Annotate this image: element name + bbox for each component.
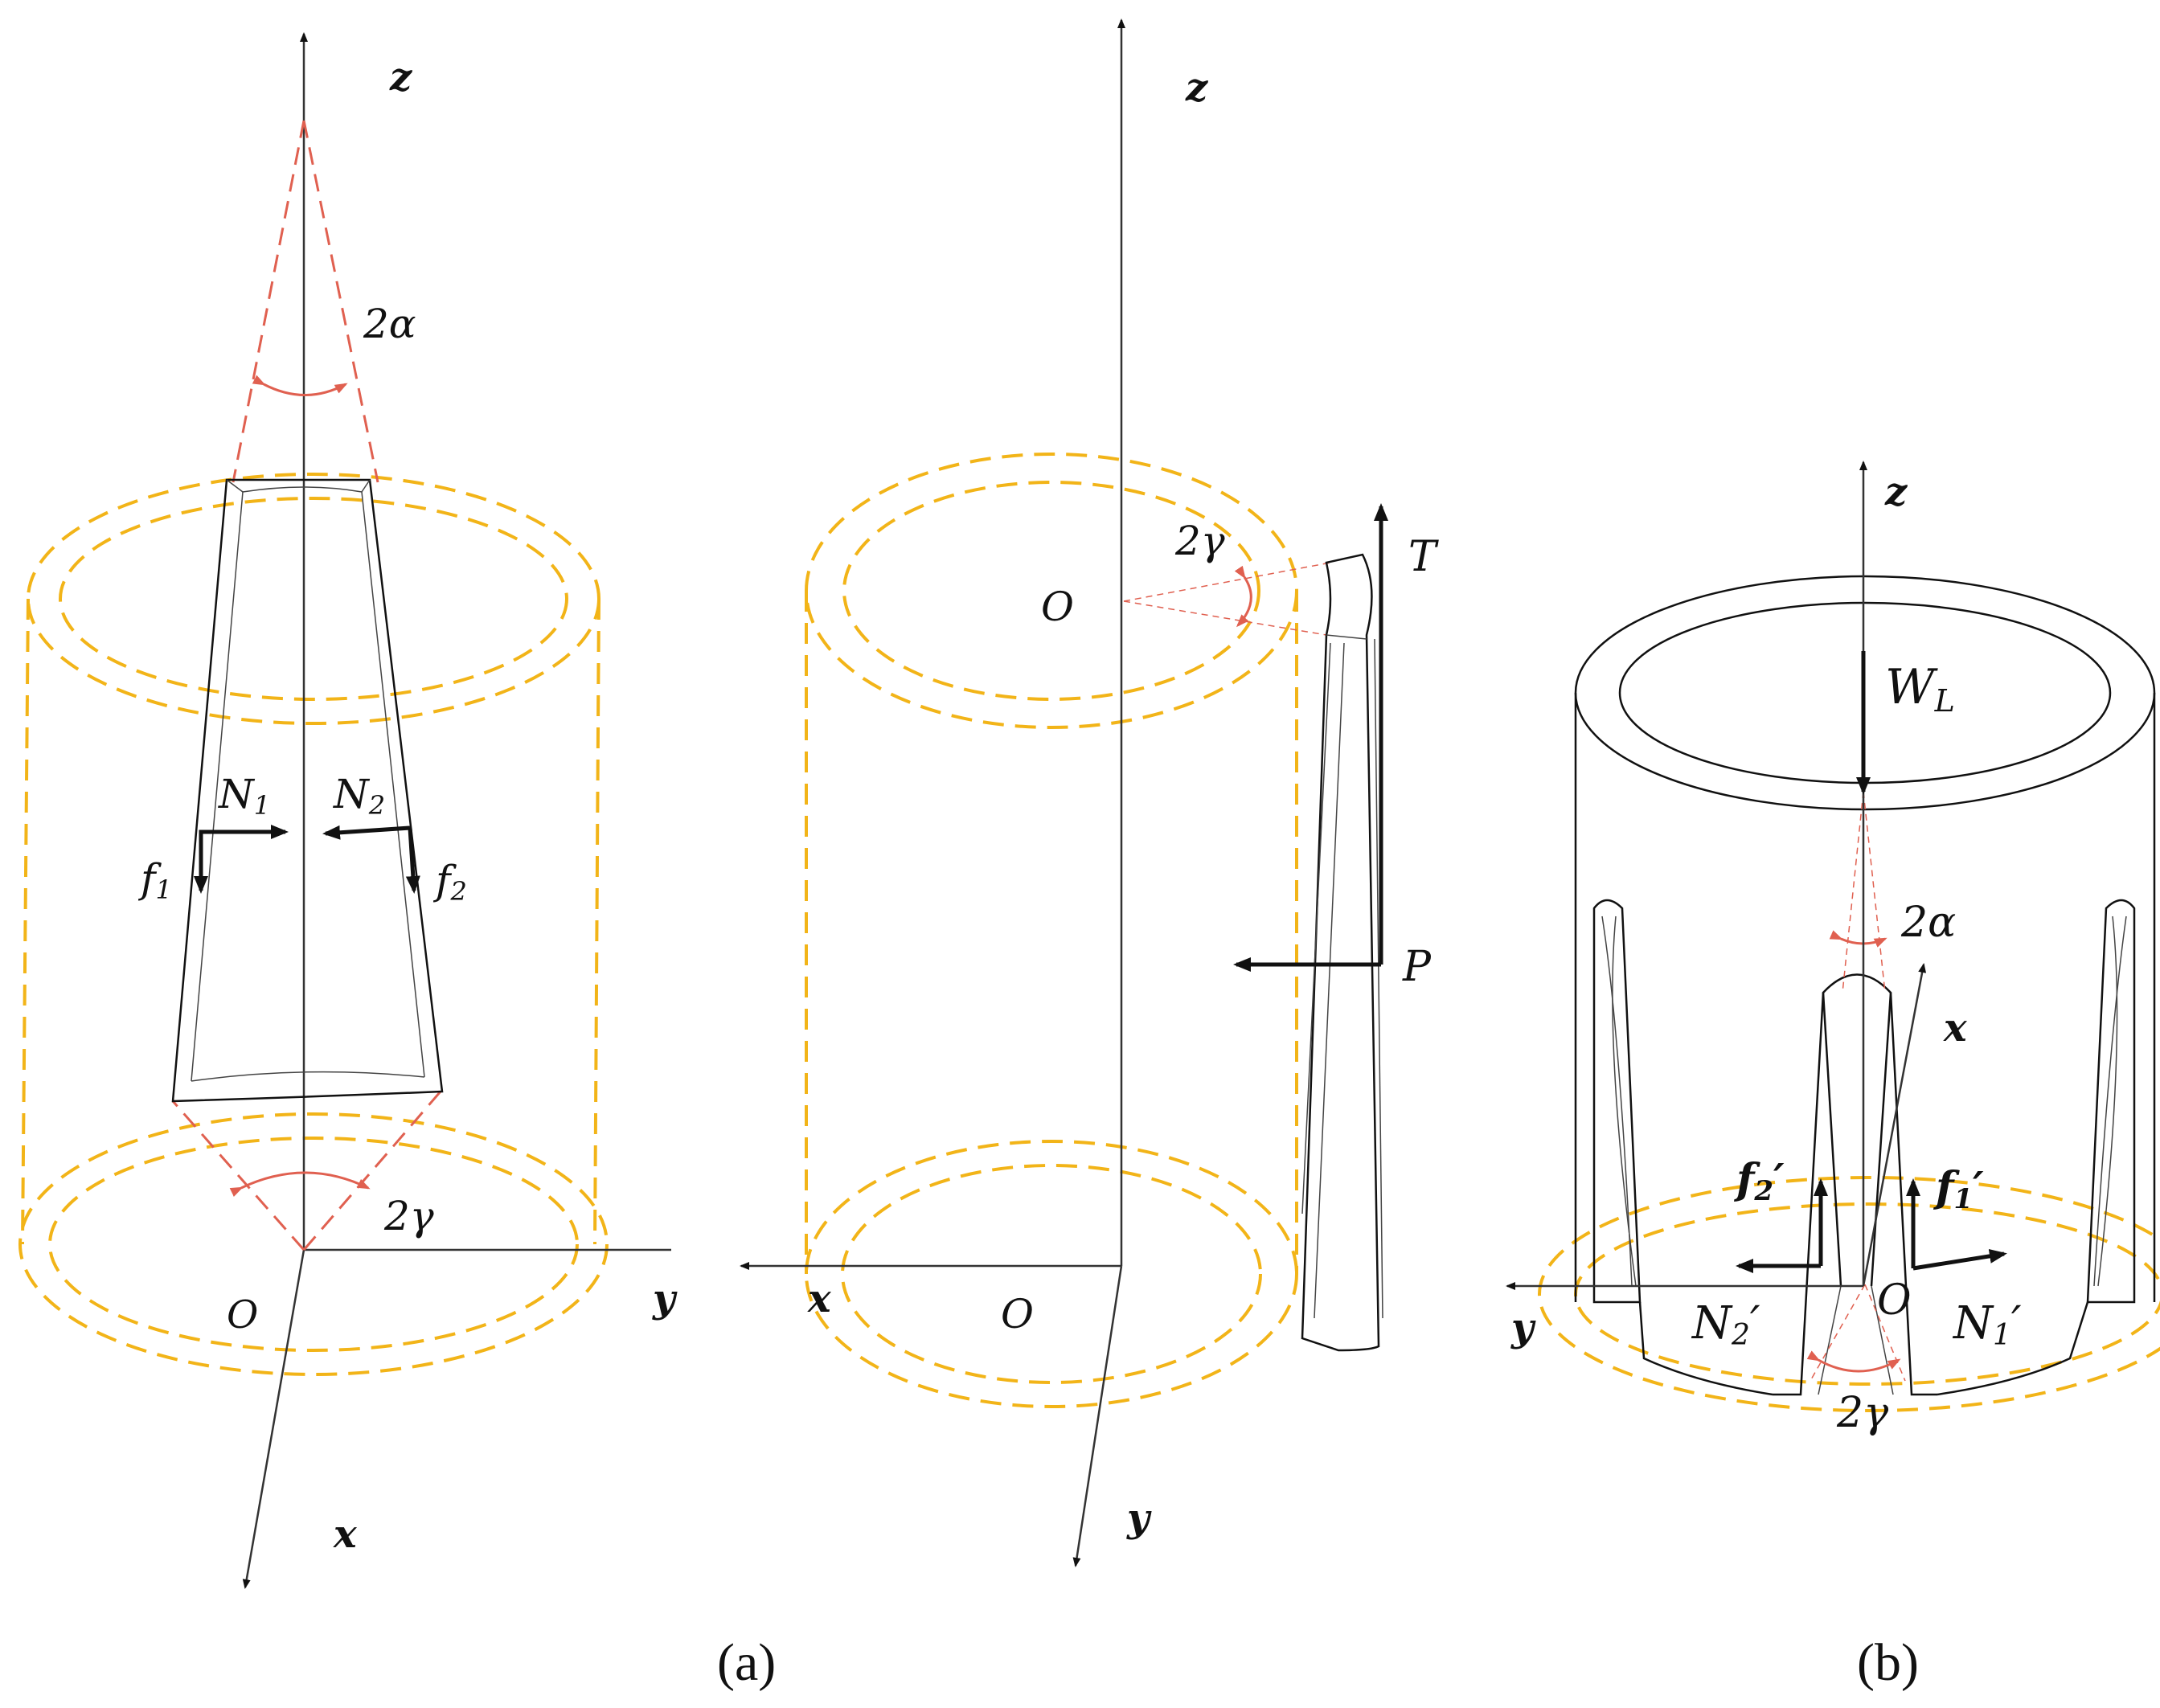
right-leg-right <box>2086 899 2136 1304</box>
right-y-label: y <box>1510 1305 1536 1350</box>
middle-gamma-line-2 <box>1123 600 1327 636</box>
left-N1-label: N1 <box>218 771 270 821</box>
left-diagram: z y x O 2α 2γ N1 N2 f1 f2 <box>18 32 678 1589</box>
left-f2-arrow <box>405 827 420 894</box>
right-diagram: z x y O WL 2α 2γ f2′ f1′ N2′ N1′ <box>1506 461 2160 1437</box>
middle-leg <box>1301 553 1383 1352</box>
left-legs <box>171 478 444 1103</box>
right-leg-left <box>1592 899 1642 1304</box>
right-alpha-line-2 <box>1863 791 1886 993</box>
right-load-label: WL <box>1885 659 1955 719</box>
middle-gamma-line-1 <box>1123 562 1331 602</box>
right-x-axis <box>1862 963 1927 1287</box>
right-alpha-label: 2α <box>1900 899 1956 947</box>
middle-origin-bottom: O <box>1001 1291 1034 1337</box>
right-gamma-label: 2γ <box>1836 1389 1889 1437</box>
left-z-label: z <box>389 55 413 100</box>
right-base-ellipse-outer <box>1538 1176 2160 1412</box>
left-gamma-arc <box>229 1171 371 1197</box>
caption-a: (a) <box>717 1633 776 1692</box>
right-gamma-line-2 <box>1864 1284 1906 1382</box>
left-origin-label: O <box>227 1292 258 1337</box>
middle-P-label: P <box>1402 943 1432 991</box>
right-leg-center <box>1638 973 2089 1396</box>
left-alpha-arc <box>252 375 348 396</box>
right-origin-label: O <box>1877 1276 1912 1325</box>
middle-x-label: x <box>807 1276 832 1321</box>
middle-T-label: T <box>1408 533 1439 581</box>
left-x-axis <box>242 1249 305 1589</box>
middle-gamma-label: 2γ <box>1174 518 1225 564</box>
middle-diagram: z x y O O 2γ T P <box>740 18 1439 1567</box>
right-N1p-label: N1′ <box>1952 1297 2022 1352</box>
caption-b: (b) <box>1857 1633 1919 1692</box>
left-x-label: x <box>333 1512 358 1557</box>
right-z-label: z <box>1884 469 1908 514</box>
left-f2-label: f2 <box>432 857 467 907</box>
left-cylinder-outline <box>18 473 609 1376</box>
right-N1p-arrow <box>1912 1248 2007 1271</box>
middle-gamma-arc <box>1234 565 1252 628</box>
right-gamma-arc <box>1806 1350 1901 1373</box>
right-N2p-label: N2′ <box>1691 1297 1760 1352</box>
right-base-ellipse-inner <box>1574 1202 2160 1386</box>
middle-y-axis <box>1072 1265 1123 1567</box>
left-cone-lines <box>171 120 442 1251</box>
left-gamma-label: 2γ <box>383 1193 434 1239</box>
left-N2-arrow <box>322 825 411 840</box>
left-N2-label: N2 <box>333 771 385 821</box>
middle-z-label: z <box>1185 65 1209 110</box>
right-f2p-label: f2′ <box>1733 1155 1785 1207</box>
right-x-label: x <box>1943 1006 1968 1051</box>
middle-origin-top: O <box>1041 584 1074 630</box>
left-y-label: y <box>652 1276 678 1321</box>
middle-y-label: y <box>1126 1496 1152 1541</box>
middle-cylinder-outline <box>805 453 1298 1408</box>
left-alpha-label: 2α <box>363 301 416 347</box>
right-alpha-line-1 <box>1842 791 1864 993</box>
left-N1-arrow <box>199 825 289 884</box>
left-f1-label: f1 <box>137 855 172 905</box>
right-f1p-label: f1′ <box>1933 1163 1984 1215</box>
